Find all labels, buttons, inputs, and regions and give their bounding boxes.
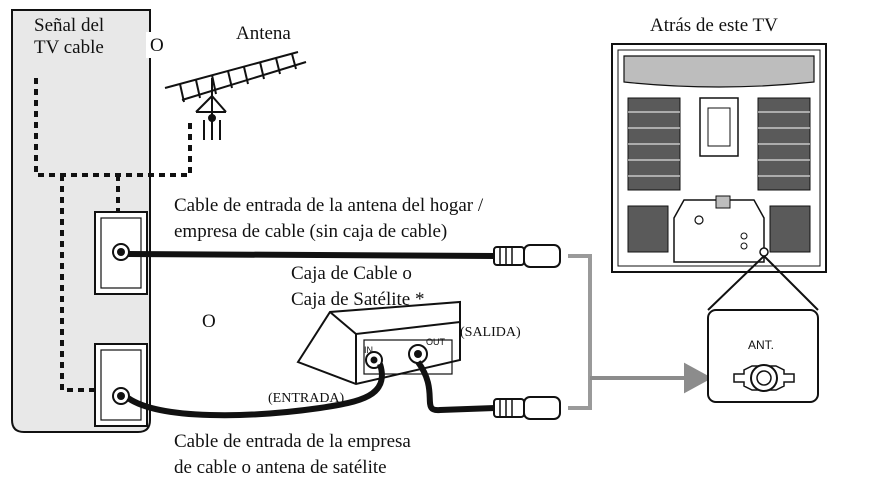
wall-jack-lower [94, 343, 148, 427]
home-cable-label-1: Cable de entrada de la antena del hogar … [174, 195, 484, 216]
provider-cable-label-2: de cable o antena de satélite [174, 457, 387, 478]
antenna-label: Antena [236, 23, 291, 44]
signal-source-label-1: Señal del [34, 15, 105, 36]
signal-source-label-2: TV cable [34, 37, 104, 58]
box-title-label-2: Caja de Satélite * [291, 289, 425, 310]
box-out-label: OUT [426, 337, 445, 347]
out-label: (SALIDA) [460, 325, 521, 340]
arrow-to-ant [590, 362, 713, 394]
antenna-icon [164, 51, 307, 140]
wall-jack-upper [94, 211, 148, 295]
home-cable-label-2: empresa de cable (sin caja de cable) [174, 221, 448, 242]
provider-cable-label-1: Cable de entrada de la empresa [174, 431, 411, 452]
box-output-cable [415, 360, 561, 420]
home-cable [127, 244, 561, 268]
in-label: (ENTRADA) [268, 391, 345, 406]
ant-terminal-label: ANT. [748, 338, 775, 352]
ant-terminal-icon [707, 309, 819, 403]
or-middle-label: O [202, 311, 216, 332]
signal-dotted-path [34, 78, 192, 392]
or-top-box [146, 32, 166, 58]
or-top-label: O [150, 35, 164, 56]
tv-back-label: Atrás de este TV [650, 15, 778, 36]
tv-back-icon [611, 43, 827, 273]
box-in-label: IN [364, 345, 373, 355]
zoom-lines [707, 255, 819, 311]
provider-cable [126, 363, 385, 419]
wall-panel [11, 9, 151, 433]
box-title-label-1: Caja de Cable o [291, 263, 412, 284]
option-bracket [568, 254, 592, 410]
